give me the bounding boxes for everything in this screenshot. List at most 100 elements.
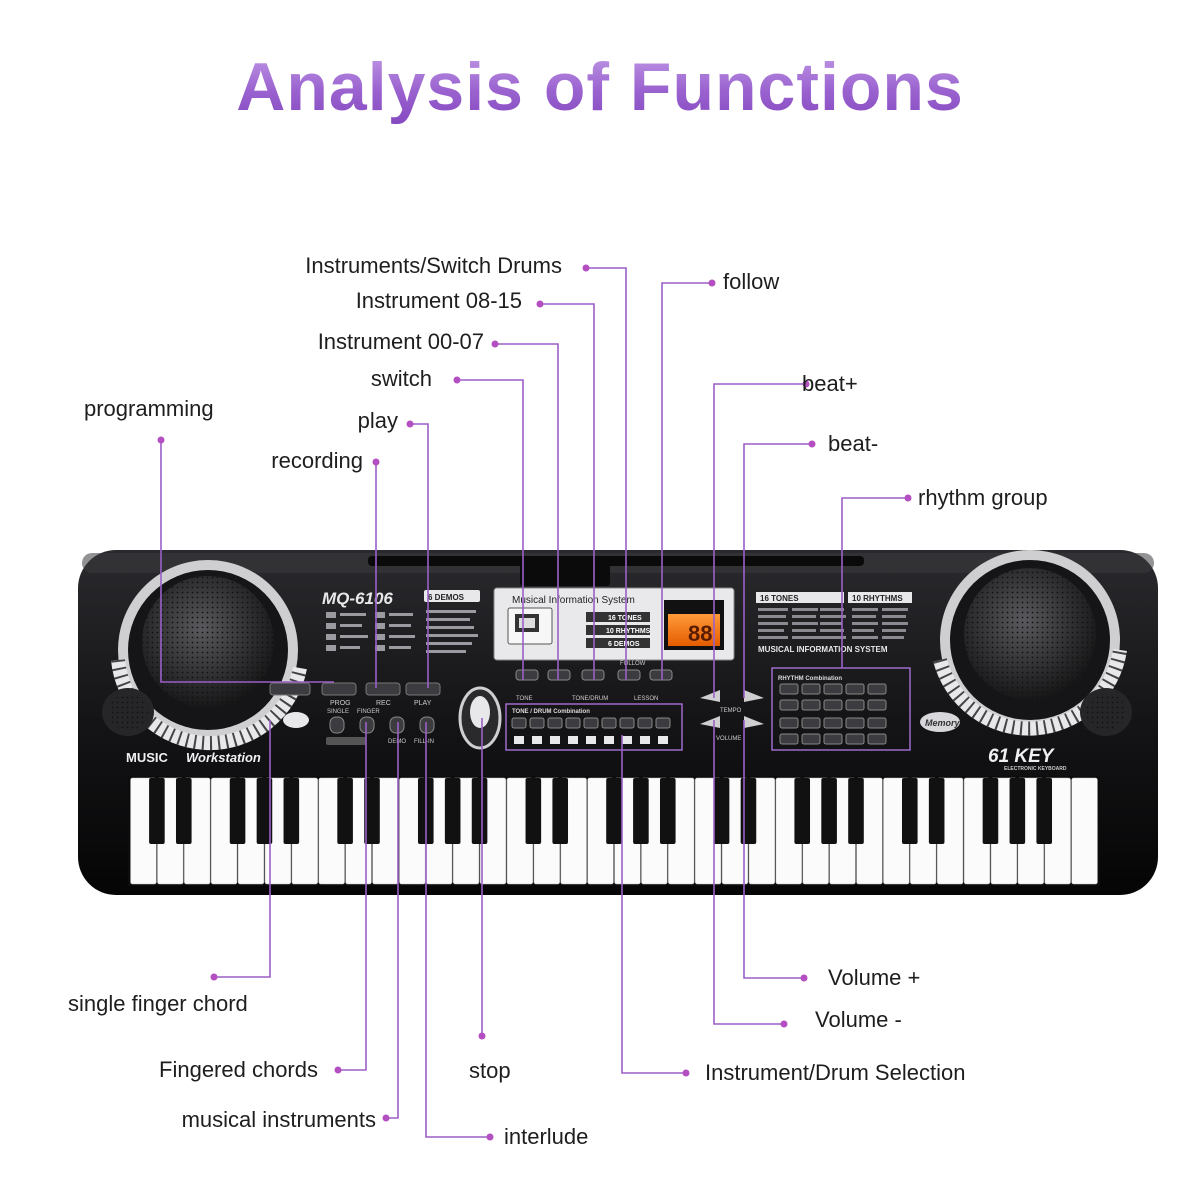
label-instruments-switch-drums: Instruments/Switch Drums [305,253,562,278]
label-stop: stop [469,1058,511,1083]
demo-button[interactable] [389,716,405,734]
black-key[interactable] [740,778,757,844]
black-key[interactable] [659,778,676,844]
black-key[interactable] [848,778,864,844]
memory-badge: Memory [920,712,961,732]
label-beat-plus: beat+ [802,371,858,396]
play-button[interactable] [405,682,441,696]
tone-drum-combination-title: TONE / DRUM Combination [512,709,590,715]
black-key[interactable] [1036,778,1053,844]
tempo-up-button[interactable] [744,690,764,702]
black-key[interactable] [928,778,945,844]
black-key[interactable] [633,778,649,844]
workstation-italic: Workstation [186,750,261,765]
black-key[interactable] [552,778,569,844]
volume-down-button[interactable] [700,716,720,728]
play-label: PLAY [414,700,432,707]
model-name: MQ-6106 [322,589,393,608]
label-instrument-08-15: Instrument 08-15 [355,288,522,313]
black-key[interactable] [444,778,461,844]
tempo-label: TEMPO [720,708,742,714]
black-key[interactable] [525,778,542,844]
black-key[interactable] [229,778,246,844]
rhythm-combination: RHYTHM Combination [771,667,911,751]
black-key[interactable] [471,778,488,844]
black-key[interactable] [982,778,999,844]
fill-in-label: FILL-IN [414,739,434,745]
label-fingered-chords: Fingered chords [159,1057,318,1082]
label-recording: recording [271,448,363,473]
tone-drum-combination: TONE / DRUM Combination [505,703,683,751]
tones-box: 16 TONES [760,594,799,603]
prog-label: PROG [330,700,351,707]
label-play: play [357,408,398,433]
black-key[interactable] [175,778,192,844]
switch-button[interactable] [581,669,605,681]
black-key[interactable] [821,778,837,844]
demos-badge: 6 DEMOS [428,593,465,602]
volume-label: VOLUME [716,736,741,742]
label-switch: switch [370,366,432,391]
label-volume-plus: Volume + [828,965,921,990]
white-key[interactable] [1071,777,1098,885]
label-rhythm-group: rhythm group [918,485,1048,510]
rhythms-box: 10 RHYTHMS [852,594,903,603]
left-speaker [102,560,307,751]
tempo-volume-controls: TEMPO VOLUME [700,690,764,742]
demo-label: DEMO [388,739,406,745]
tone-00-07-button[interactable] [515,669,539,681]
black-key[interactable] [713,778,730,844]
label-single-finger-chord: single finger chord [68,991,248,1016]
workstation-bold: MUSIC [126,750,169,765]
finger-button[interactable] [359,716,375,734]
system-title: Musical Information System [512,595,635,606]
lesson-label: LESSON [634,696,658,702]
left-buttons: PROG REC PLAY SINGLE FINGER DEMO FILL-IN [269,682,441,745]
black-key[interactable] [364,778,380,844]
tone-row-buttons: TONE TONE/DRUM FOLLOW LESSON [515,661,673,702]
rhythm-combination-title: RHYTHM Combination [778,676,842,682]
label-follow: follow [723,269,780,294]
piano-keys [128,776,1100,886]
black-key[interactable] [283,778,300,844]
tone-label: TONE [516,696,533,702]
black-key[interactable] [149,778,165,844]
black-key[interactable] [337,778,353,844]
tone-08-15-button[interactable] [547,669,571,681]
leader-dots [157,264,912,1141]
label-beat-minus: beat- [828,431,879,456]
right-speaker [933,550,1132,736]
label-volume-minus: Volume - [815,1007,902,1032]
black-key[interactable] [794,778,811,844]
finger-label: FINGER [357,709,380,715]
label-instrument-00-07: Instrument 00-07 [317,329,484,354]
single-label: SINGLE [327,709,349,715]
rec-label: REC [376,700,391,707]
prog-button[interactable] [321,682,357,696]
black-key[interactable] [901,778,918,844]
music-info-system: MUSICAL INFORMATION SYSTEM [758,645,888,654]
fill-in-button[interactable] [419,716,435,734]
tones-line: 16 TONES [608,615,642,622]
tempo-down-button[interactable] [700,690,720,702]
key-count: 61 KEY [988,746,1056,767]
black-key[interactable] [1009,778,1026,844]
volume-up-button[interactable] [744,716,764,728]
tone-rhythm-list: 16 TONES 10 RHYTHMS MUSICAL INFORMATION … [756,592,912,654]
lesson-button[interactable] [649,669,673,681]
stop-button[interactable] [458,686,502,750]
key-sub: ELECTRONIC KEYBOARD [1004,766,1067,772]
label-musical-instruments: musical instruments [181,1107,376,1132]
label-interlude: interlude [504,1124,589,1149]
label-programming: programming [84,396,214,421]
single-button[interactable] [329,716,345,734]
rec-button[interactable] [365,682,401,696]
label-instrument-drum-selection: Instrument/Drum Selection [705,1060,966,1085]
black-key[interactable] [256,778,273,844]
demo-list [326,610,478,653]
follow-button[interactable] [617,669,641,681]
black-key[interactable] [606,778,622,844]
leader-lines [160,267,908,1138]
rhythms-line: 10 RHYTHMS [606,628,651,635]
page-title: Analysis of Functions [0,48,1200,126]
